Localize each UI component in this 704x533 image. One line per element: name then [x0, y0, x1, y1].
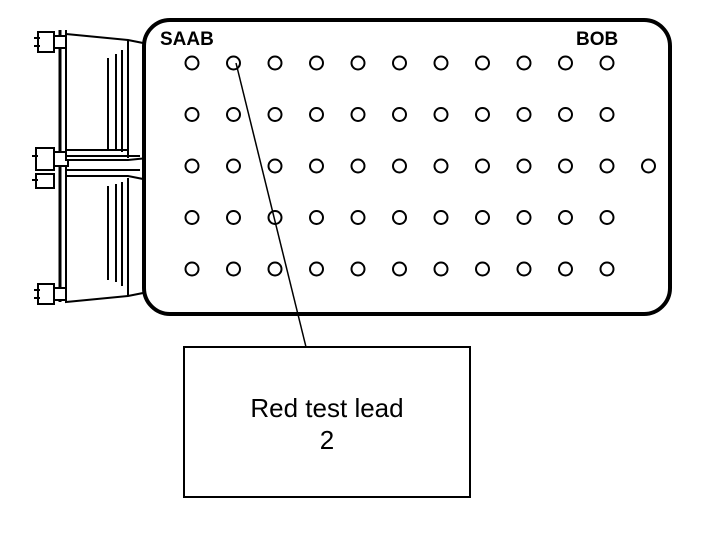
- test-pin: [226, 107, 241, 122]
- test-pin: [267, 158, 283, 174]
- test-pin: [350, 107, 366, 122]
- test-pin: [475, 55, 490, 71]
- callout-text: Red test lead 2: [184, 392, 470, 456]
- test-pin: [433, 107, 449, 122]
- test-pin: [599, 158, 615, 174]
- test-pin: [516, 210, 532, 225]
- test-pin: [558, 261, 573, 277]
- test-pin: [558, 210, 573, 225]
- test-pin: [392, 158, 407, 174]
- connector-assembly: [32, 30, 149, 305]
- ribbon-cable-lower: [65, 169, 149, 304]
- test-pin: [184, 261, 200, 277]
- brand-label-right: BOB: [576, 29, 618, 50]
- test-pin: [184, 55, 200, 71]
- test-pin: [392, 210, 407, 225]
- test-pin: [267, 107, 283, 122]
- test-pin: [392, 107, 407, 122]
- pin-grid: [184, 55, 656, 277]
- test-pin: [309, 158, 324, 174]
- test-pin: [350, 55, 366, 71]
- test-pin: [392, 261, 407, 277]
- test-pin: [226, 210, 241, 225]
- test-pin: [516, 158, 532, 174]
- connector-plug-bottom: [34, 283, 69, 305]
- callout-line-2: 2: [319, 425, 335, 455]
- test-pin: [184, 158, 200, 174]
- test-pin: [558, 107, 573, 122]
- test-pin: [516, 261, 532, 277]
- test-pin: [350, 210, 366, 225]
- test-pin: [309, 261, 324, 277]
- test-pin: [599, 261, 615, 277]
- test-pin: [392, 55, 407, 71]
- test-pin: [558, 158, 573, 174]
- test-pin: [558, 55, 573, 71]
- test-pin: [309, 107, 324, 122]
- connector-plug-top: [34, 31, 69, 53]
- test-pin: [516, 55, 532, 71]
- test-pin: [309, 55, 324, 71]
- callout-box: [183, 346, 471, 498]
- test-pin: [475, 210, 490, 225]
- test-pin: [433, 261, 449, 277]
- test-pin: [226, 261, 241, 277]
- test-pin: [267, 261, 283, 277]
- test-pin: [350, 158, 366, 174]
- test-pin: [184, 107, 200, 122]
- test-pin: [267, 55, 283, 71]
- test-pin: [599, 55, 615, 71]
- connector-plug-middle: [32, 147, 69, 189]
- brand-label-left: SAAB: [160, 29, 214, 50]
- test-pin: [184, 210, 200, 225]
- callout-line-1: Red test lead: [250, 393, 404, 423]
- test-pin: [599, 210, 615, 225]
- test-pin: [433, 158, 449, 174]
- callout-leader-line: [235, 62, 307, 348]
- test-pin: [475, 158, 490, 174]
- ribbon-cable-upper: [65, 32, 149, 161]
- test-pin: [599, 107, 615, 122]
- test-pin: [226, 158, 241, 174]
- test-pin: [309, 210, 324, 225]
- breakout-box-outline: [142, 18, 672, 316]
- test-pin: [475, 107, 490, 122]
- test-pin-highlighted: [226, 55, 241, 71]
- test-pin: [641, 158, 656, 174]
- test-pin: [516, 107, 532, 122]
- test-pin: [433, 210, 449, 225]
- test-pin: [433, 55, 449, 71]
- test-pin: [350, 261, 366, 277]
- test-pin: [475, 261, 490, 277]
